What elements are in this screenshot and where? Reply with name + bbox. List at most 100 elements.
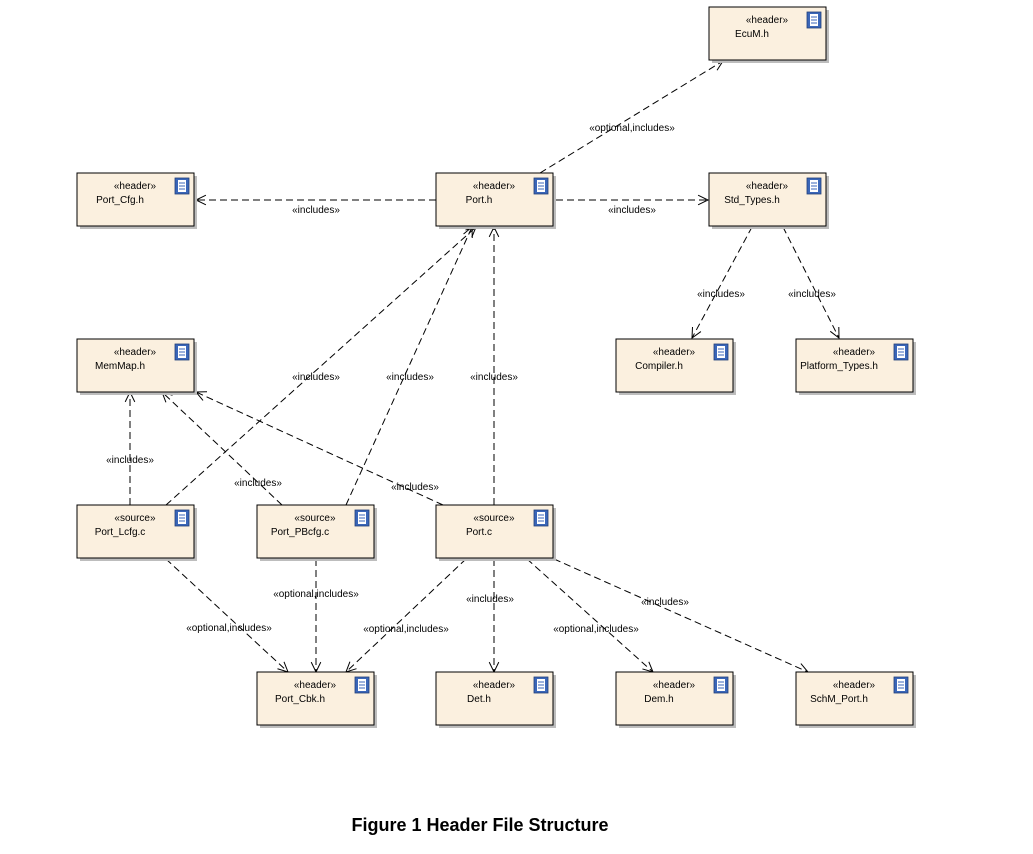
- document-icon: [354, 509, 370, 527]
- dependency-label: «includes»: [608, 205, 656, 216]
- dependency-lcfg-to-cbk: «optional,includes»: [165, 558, 289, 673]
- header-file-structure-diagram: «optional,includes»«includes»«includes»«…: [76, 6, 916, 728]
- dependency-port_c-to-memmap: «includes»: [194, 391, 444, 506]
- node-box: [708, 6, 827, 61]
- node-name: MemMap.h: [95, 361, 145, 372]
- node-box: [76, 172, 195, 227]
- nodes-layer: «header»EcuM.h«header»Port_Cfg.h«header»…: [76, 6, 916, 728]
- node-port_c[interactable]: «source» Port.c: [435, 504, 556, 561]
- dependency-label: «includes»: [641, 597, 689, 608]
- dependency-label: «optional,includes»: [273, 589, 359, 600]
- node-name: Port_Lcfg.c: [95, 527, 146, 538]
- dependency-label: «optional,includes»: [589, 123, 675, 134]
- node-name: Det.h: [467, 694, 491, 705]
- node-name: Port_Cfg.h: [96, 195, 144, 206]
- node-ecum[interactable]: «header»EcuM.h: [708, 6, 829, 63]
- node-lcfg[interactable]: «source» Port_Lcfg.c: [76, 504, 197, 561]
- document-icon: [713, 343, 729, 361]
- dependency-lcfg-to-port_h: «includes»: [165, 226, 477, 506]
- dependency-port_h-to-port_cfg: «includes»: [194, 194, 436, 216]
- dependency-line: [782, 226, 840, 339]
- node-std_types[interactable]: «header»Std_Types.h: [708, 172, 829, 229]
- arrowhead: [829, 326, 840, 340]
- figure-caption: Figure 1 Header File Structure: [351, 815, 609, 835]
- dependency-label: «includes»: [292, 205, 340, 216]
- node-stereotype: «header»: [746, 181, 789, 192]
- node-stereotype: «source»: [114, 513, 156, 524]
- arrowhead: [697, 194, 710, 206]
- dependency-label: «optional,includes»: [363, 624, 449, 635]
- dependency-port_c-to-schm: «includes»: [553, 558, 810, 673]
- node-name: SchM_Port.h: [810, 694, 868, 705]
- node-box: [795, 671, 914, 726]
- dependency-port_h-to-std_types: «includes»: [556, 194, 710, 216]
- dependency-pbcfg-to-cbk: «optional,includes»: [273, 559, 359, 674]
- node-stereotype: «header»: [746, 15, 789, 26]
- document-icon: [893, 676, 909, 694]
- document-icon: [354, 676, 370, 694]
- node-port_cfg[interactable]: «header» Port_Cfg.h: [76, 172, 197, 229]
- document-icon: [806, 177, 822, 195]
- dependency-port_c-to-port_h: «includes»: [470, 225, 518, 505]
- node-compiler[interactable]: «header» Compiler.h: [615, 338, 736, 395]
- dependency-label: «includes»: [292, 372, 340, 383]
- dependency-label: «includes»: [234, 478, 282, 489]
- dependency-label: «includes»: [391, 482, 439, 493]
- document-icon: [713, 676, 729, 694]
- node-port_h[interactable]: «header»Port.h: [435, 172, 556, 229]
- node-dem[interactable]: «header»Dem.h: [615, 671, 736, 728]
- dependency-port_c-to-det: «includes»: [466, 559, 514, 674]
- node-stereotype: «source»: [473, 513, 515, 524]
- document-icon: [893, 343, 909, 361]
- document-icon: [806, 11, 822, 29]
- dependency-label: «includes»: [106, 455, 154, 466]
- document-icon: [174, 509, 190, 527]
- node-name: Compiler.h: [635, 361, 683, 372]
- node-box: [615, 671, 734, 726]
- document-icon: [174, 343, 190, 361]
- node-stereotype: «header»: [114, 347, 157, 358]
- node-stereotype: «header»: [114, 181, 157, 192]
- dependency-line: [539, 60, 724, 174]
- dependency-pbcfg-to-memmap: «includes»: [161, 391, 282, 506]
- node-stereotype: «header»: [833, 347, 876, 358]
- node-stereotype: «header»: [653, 347, 696, 358]
- node-memmap[interactable]: «header» MemMap.h: [76, 338, 197, 395]
- document-icon: [533, 177, 549, 195]
- node-name: Port_PBcfg.c: [271, 527, 329, 538]
- dependency-line: [195, 391, 444, 506]
- dependency-line: [691, 226, 753, 339]
- dependency-pbcfg-to-port_h: «includes»: [345, 225, 473, 506]
- dependency-line: [526, 558, 654, 673]
- node-stereotype: «header»: [473, 181, 516, 192]
- node-cbk[interactable]: «header»Port_Cbk.h: [256, 671, 377, 728]
- edges-layer: «optional,includes» «includes» «includes» «…: [106, 60, 840, 674]
- node-box: [708, 172, 827, 227]
- arrowhead: [691, 326, 702, 340]
- node-box: [76, 338, 195, 393]
- dependency-label: «includes»: [466, 594, 514, 605]
- document-icon: [174, 177, 190, 195]
- dependency-label: «includes»: [470, 372, 518, 383]
- dependency-std_types-to-compiler: «includes»: [691, 226, 753, 340]
- dependency-port_h-to-ecum: «optional,includes»: [539, 60, 724, 174]
- document-icon: [533, 509, 549, 527]
- node-det[interactable]: «header»Det.h: [435, 671, 556, 728]
- node-stereotype: «header»: [294, 680, 337, 691]
- node-pbcfg[interactable]: «source» Port_PBcfg.c: [256, 504, 377, 561]
- dependency-label: «includes»: [788, 289, 836, 300]
- dependency-label: «optional,includes»: [553, 624, 639, 635]
- node-box: [76, 504, 195, 559]
- node-schm[interactable]: «header»SchM_Port.h: [795, 671, 916, 728]
- document-icon: [533, 676, 549, 694]
- node-name: Platform_Types.h: [800, 361, 878, 372]
- dependency-label: «optional,includes»: [186, 623, 272, 634]
- dependency-line: [165, 558, 289, 673]
- node-box: [256, 504, 375, 559]
- node-box: [256, 671, 375, 726]
- node-stereotype: «header»: [653, 680, 696, 691]
- node-platform[interactable]: «header» Platform_Types.h: [795, 338, 916, 395]
- node-stereotype: «source»: [294, 513, 336, 524]
- node-name: Port.c: [466, 527, 492, 538]
- dependency-label: «includes»: [697, 289, 745, 300]
